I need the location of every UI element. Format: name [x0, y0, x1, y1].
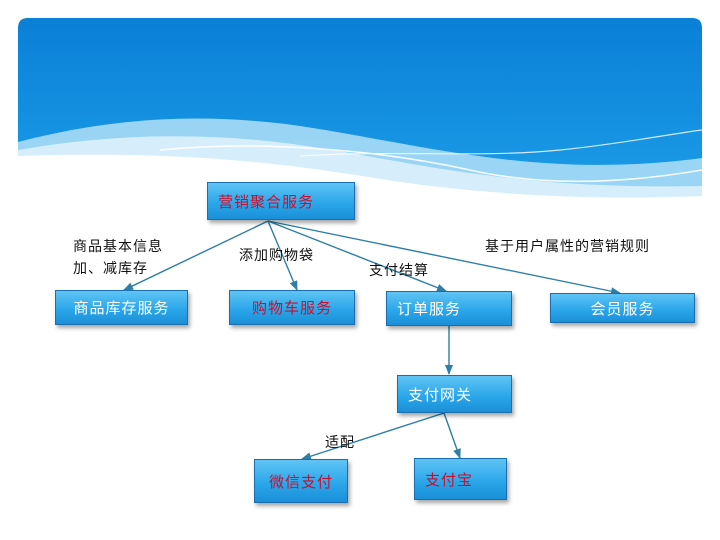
node-payment-gateway: 支付网关	[397, 375, 512, 413]
label-inventory-line1: 商品基本信息	[73, 236, 163, 258]
label-inventory-line2: 加、减库存	[73, 258, 148, 280]
edge-gateway-alipay	[444, 413, 460, 458]
label-payment-settlement: 支付结算	[369, 260, 429, 282]
label-adapt: 适配	[325, 432, 355, 454]
edge-gateway-wechat	[302, 413, 444, 459]
label-member-marketing-rules: 基于用户属性的营销规则	[485, 236, 650, 258]
node-alipay: 支付宝	[414, 458, 507, 500]
node-order-service: 订单服务	[386, 291, 512, 326]
node-marketing-aggregation: 营销聚合服务	[207, 182, 355, 220]
label-add-to-cart: 添加购物袋	[239, 245, 314, 267]
node-member-service: 会员服务	[550, 293, 695, 323]
node-cart-service: 购物车服务	[229, 290, 355, 325]
node-wechat-pay: 微信支付	[254, 459, 348, 503]
node-inventory-service: 商品库存服务	[55, 290, 188, 325]
